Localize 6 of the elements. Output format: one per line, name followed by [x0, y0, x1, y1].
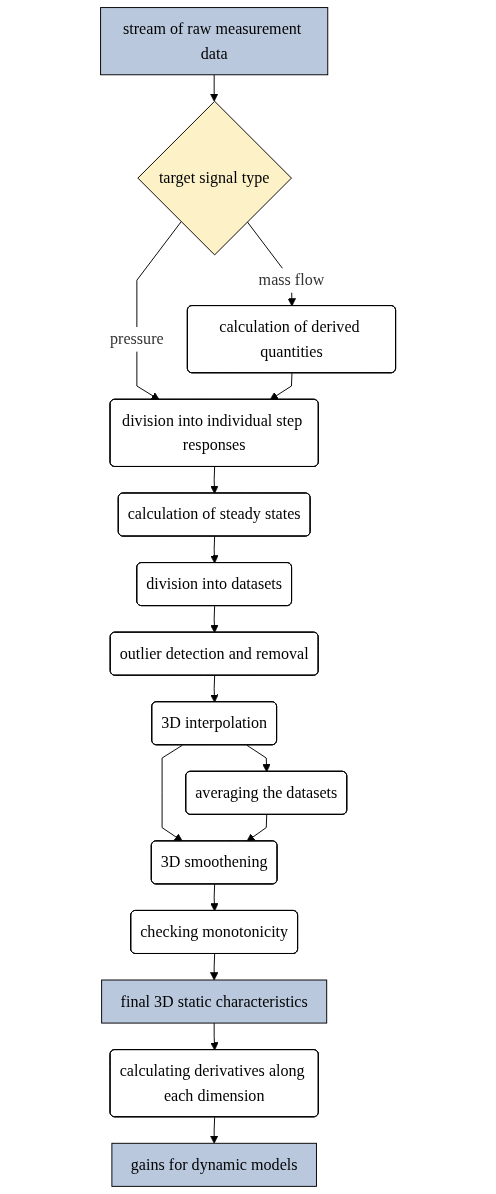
node-box: final 3D static characteristics	[101, 979, 328, 1024]
node-box: gains for dynamic models	[111, 1142, 317, 1187]
node-box: stream of raw measurement data	[100, 7, 329, 76]
edge-label: mass flow	[258, 271, 325, 289]
node-diamond: target signal type	[137, 100, 292, 256]
edge-label: pressure	[109, 329, 164, 348]
